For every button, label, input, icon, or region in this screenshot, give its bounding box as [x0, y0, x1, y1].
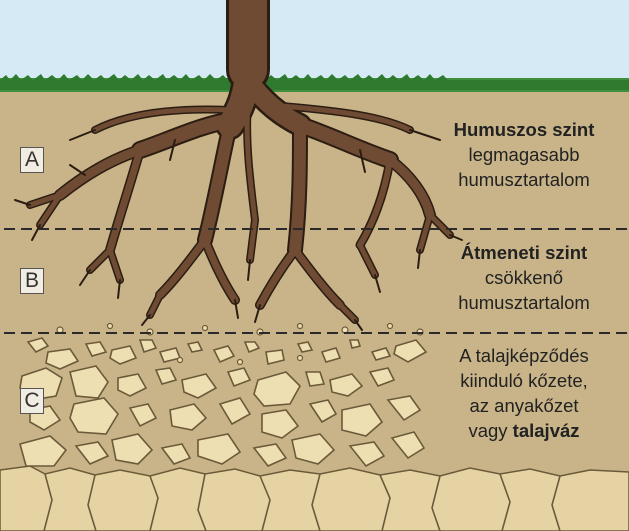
horizon-c-bold-term: talajváz	[513, 420, 580, 441]
horizon-c-line-4: vagy talajváz	[424, 418, 624, 443]
horizon-c-line-1: A talajképződés	[424, 343, 624, 368]
horizon-label-c: C	[20, 388, 44, 414]
horizon-c-description: A talajképződés kiinduló kőzete, az anya…	[424, 343, 624, 443]
horizon-a-line-2: humusztartalom	[424, 167, 624, 192]
horizon-c-line-4-prefix: vagy	[468, 420, 512, 441]
horizon-b-title: Átmeneti szint	[424, 240, 624, 265]
horizon-c-line-3: az anyakőzet	[424, 393, 624, 418]
horizon-a-title: Humuszos szint	[424, 117, 624, 142]
sky	[0, 0, 629, 90]
horizon-b-description: Átmeneti szint csökkenő humusztartalom	[424, 240, 624, 315]
horizon-a-description: Humuszos szint legmagasabb humusztartalo…	[424, 117, 624, 192]
horizon-a-line-1: legmagasabb	[424, 142, 624, 167]
horizon-c-line-2: kiinduló kőzete,	[424, 368, 624, 393]
horizon-label-b: B	[20, 268, 44, 294]
horizon-b-line-2: humusztartalom	[424, 290, 624, 315]
horizon-label-a: A	[20, 147, 44, 173]
horizon-b-line-1: csökkenő	[424, 265, 624, 290]
